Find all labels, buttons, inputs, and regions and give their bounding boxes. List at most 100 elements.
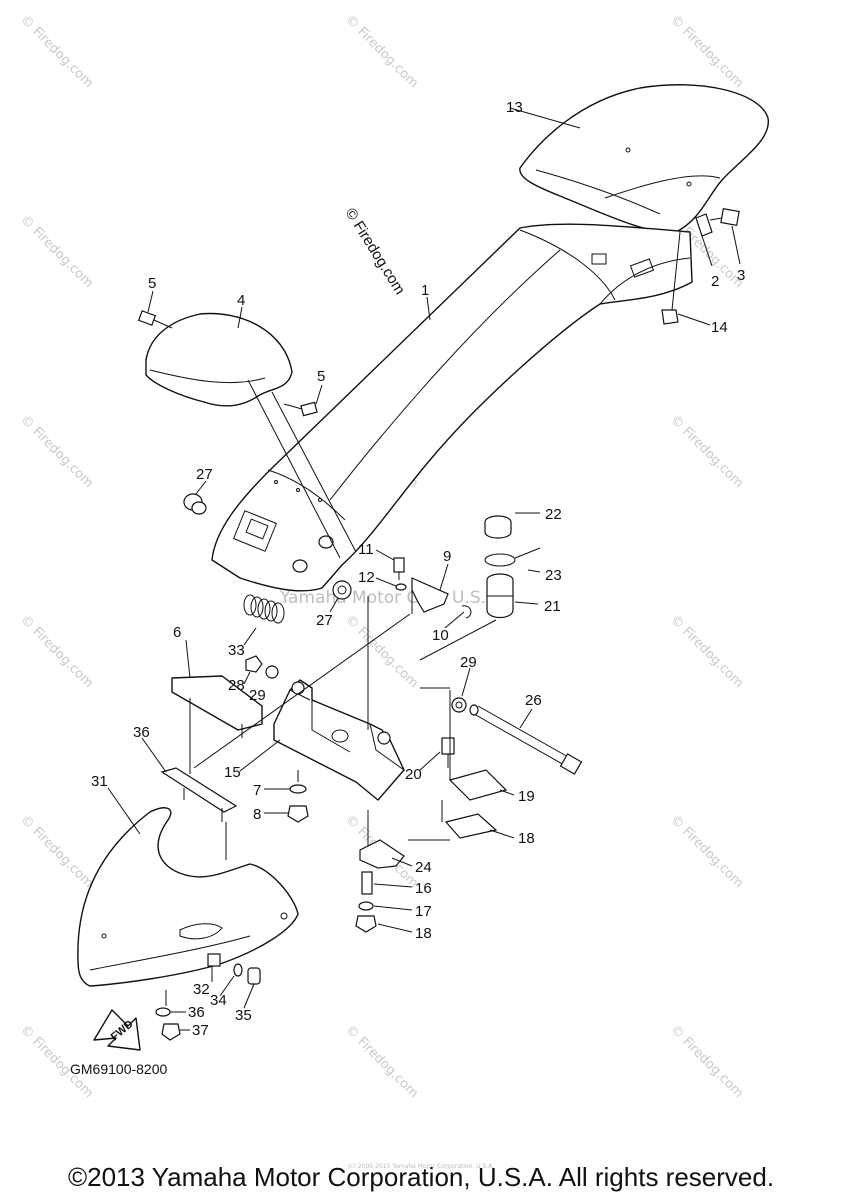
part-5-bolt bbox=[137, 310, 173, 329]
part-15-base bbox=[273, 679, 405, 801]
callout-5a: 5 bbox=[148, 275, 156, 292]
callout-9: 9 bbox=[443, 548, 451, 565]
callout-18: 18 bbox=[415, 925, 432, 942]
center-logo: © Firedog.com bbox=[342, 205, 409, 298]
part-29-washer bbox=[265, 665, 279, 679]
part-13-seat bbox=[519, 84, 769, 234]
part-3-bolt bbox=[709, 208, 740, 226]
part-1-frame bbox=[211, 223, 693, 592]
watermark: © Firedog.com bbox=[667, 12, 746, 91]
part-32-bolt bbox=[207, 953, 221, 967]
part-35-bracket bbox=[160, 767, 238, 822]
watermark: © Firedog.com bbox=[667, 812, 746, 891]
callout-37: 37 bbox=[192, 1022, 209, 1039]
callout-21: 20 bbox=[405, 766, 422, 783]
diagram-code: GM69100-8200 bbox=[70, 1061, 168, 1077]
part-25-plate bbox=[359, 839, 405, 869]
watermark: © Firedog.com bbox=[17, 12, 96, 91]
callout-27b: 27 bbox=[316, 612, 333, 629]
part-20-plate bbox=[448, 769, 508, 801]
callout-29b: 29 bbox=[460, 654, 477, 671]
center-watermark: Yamaha Motor Corp U.S.A. bbox=[279, 588, 503, 608]
part-6-stopper bbox=[171, 675, 263, 738]
watermark: © Firedog.com bbox=[342, 612, 421, 691]
part-26-long-bolt bbox=[469, 704, 583, 775]
callout-6: 6 bbox=[173, 624, 181, 641]
watermark: © Firedog.com bbox=[17, 612, 96, 691]
callout-1: 1 bbox=[421, 282, 429, 299]
callout-29a: 29 bbox=[249, 687, 266, 704]
callout-26: 26 bbox=[525, 692, 542, 709]
callout-14: 14 bbox=[711, 319, 728, 336]
part-14-nut bbox=[661, 309, 679, 325]
callout-5b: 5 bbox=[317, 368, 325, 385]
part-31-front-cover bbox=[77, 807, 299, 987]
callout-17: 17 bbox=[415, 903, 432, 920]
part-18-nut bbox=[355, 915, 377, 933]
callout-27a: 27 bbox=[196, 466, 213, 483]
callout-13: 13 bbox=[506, 99, 523, 116]
watermark: © Firedog.com bbox=[667, 412, 746, 491]
part-28-nut bbox=[245, 655, 263, 673]
leader-lines bbox=[107, 107, 741, 1031]
part-19-plate bbox=[444, 813, 498, 839]
callout-15: 15 bbox=[224, 764, 241, 781]
part-30-spring bbox=[243, 594, 285, 624]
watermark: © Firedog.com bbox=[667, 1022, 746, 1101]
part-4-cover bbox=[145, 312, 293, 407]
part-10-clip bbox=[461, 605, 472, 619]
part-16-stud bbox=[361, 871, 373, 895]
callout-20: 19 bbox=[518, 788, 535, 805]
watermark: © Firedog.com bbox=[17, 412, 96, 491]
callout-31: 31 bbox=[91, 773, 108, 790]
callouts: 13 1 2 3 14 4 5 5 27 27 11 12 9 10 22 23… bbox=[91, 99, 745, 1039]
callout-16: 16 bbox=[415, 880, 432, 897]
part-37-nut bbox=[161, 1023, 181, 1041]
part-7-washer bbox=[289, 784, 307, 794]
part-27-bushing bbox=[332, 580, 352, 600]
part-24-clamp bbox=[484, 547, 541, 567]
watermark: © Firedog.com bbox=[342, 1022, 421, 1101]
tiny-copyright: (c) 2005-2015 Yamaha Motor Corporation, … bbox=[347, 1163, 495, 1170]
callout-24: 23 bbox=[545, 567, 562, 584]
part-33-washer bbox=[233, 963, 243, 977]
part-8-nut bbox=[287, 805, 309, 823]
callout-35: 36 bbox=[133, 724, 150, 741]
part-2-bracket bbox=[695, 213, 713, 237]
part-21-bolt bbox=[441, 737, 455, 768]
part-17-washer bbox=[358, 901, 374, 911]
callout-12: 12 bbox=[358, 569, 375, 586]
callout-36: 36 bbox=[188, 1004, 205, 1021]
part-29-washer bbox=[451, 697, 467, 713]
watermark: © Firedog.com bbox=[17, 812, 96, 891]
callout-3: 3 bbox=[737, 267, 745, 284]
callout-22: 21 bbox=[544, 598, 561, 615]
callout-11: 11 bbox=[358, 541, 374, 558]
callout-34: 35 bbox=[235, 1007, 252, 1024]
watermark: © Firedog.com bbox=[342, 12, 421, 91]
part-34-collar bbox=[247, 967, 261, 985]
copyright-footer: ©2013 Yamaha Motor Corporation, U.S.A. A… bbox=[67, 1162, 775, 1192]
callout-30: 33 bbox=[228, 642, 245, 659]
watermark: © Firedog.com bbox=[17, 212, 96, 291]
part-23-cap bbox=[484, 515, 512, 539]
callout-8: 8 bbox=[253, 806, 261, 823]
callout-19: 18 bbox=[518, 830, 535, 847]
callout-23: 22 bbox=[545, 506, 562, 523]
callout-4: 4 bbox=[237, 292, 245, 309]
part-12-washer bbox=[395, 583, 407, 591]
callout-25: 24 bbox=[415, 859, 432, 876]
part-27-bushing bbox=[183, 493, 207, 515]
callout-28: 28 bbox=[228, 677, 245, 694]
callout-2: 2 bbox=[711, 273, 719, 290]
part-5-bolt bbox=[283, 401, 318, 417]
callout-32: 32 bbox=[193, 981, 210, 998]
callout-7: 7 bbox=[253, 782, 261, 799]
callout-10: 10 bbox=[432, 627, 449, 644]
fwd-arrow-icon: FWD bbox=[93, 1009, 141, 1051]
part-22-damper bbox=[486, 573, 514, 619]
callout-33: 34 bbox=[210, 992, 227, 1009]
watermark: © Firedog.com bbox=[667, 612, 746, 691]
part-11-bolt bbox=[393, 557, 405, 580]
